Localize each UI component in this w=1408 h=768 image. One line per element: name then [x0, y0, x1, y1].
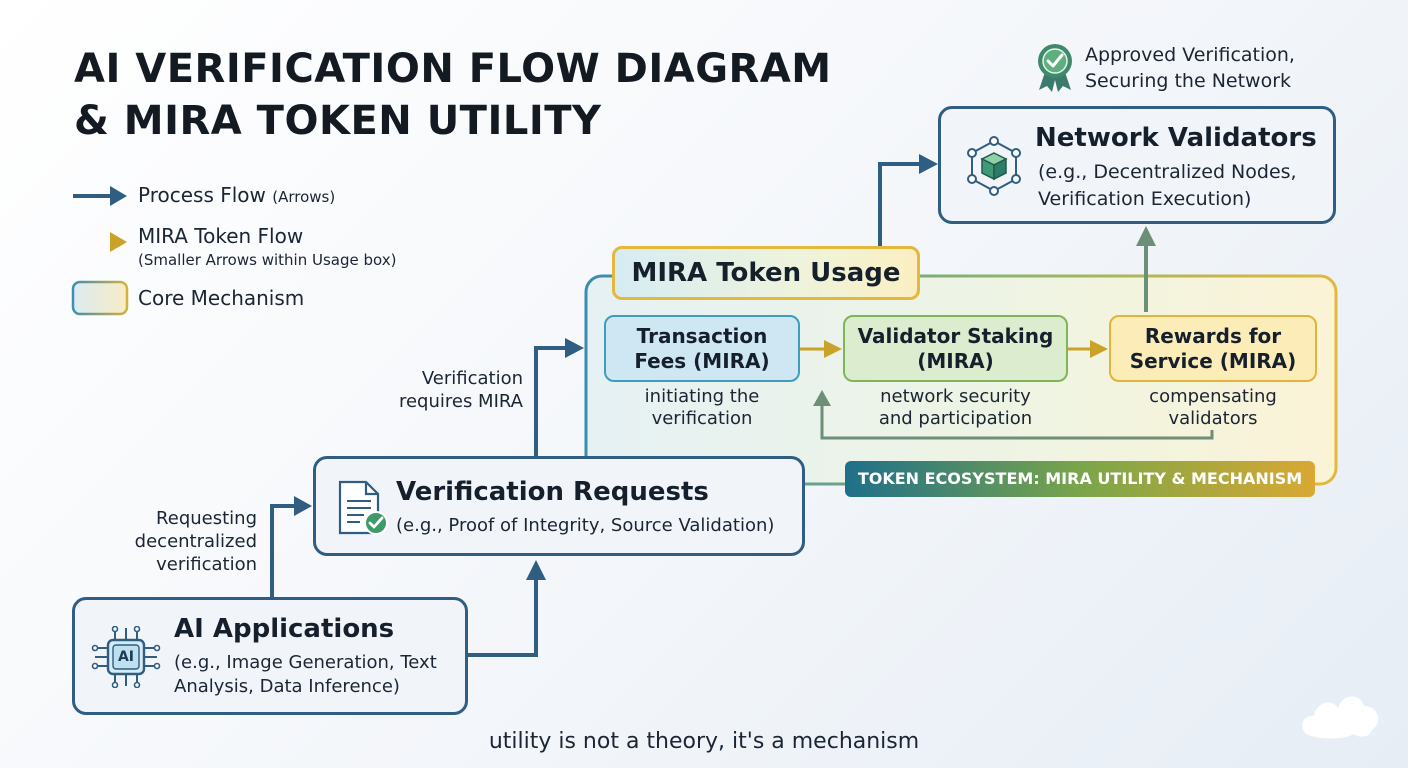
- token-arrow-fees-to-staking: [800, 340, 842, 358]
- usage-item-transaction-fees: Transaction Fees (MIRA): [604, 315, 800, 382]
- edge-label-requires-line-1: Verification: [421, 368, 523, 389]
- verification-requests-title: Verification Requests: [396, 477, 709, 507]
- network-cube-icon: [963, 135, 1025, 201]
- network-validators-title: Network Validators: [1035, 123, 1317, 153]
- usage-item-2-caption-line-2: and participation: [878, 408, 1033, 429]
- usage-item-3-line-1: Rewards for: [1144, 323, 1282, 348]
- usage-item-3-line-2: Service (MIRA): [1129, 348, 1297, 373]
- edge-label-requesting-line-1: Requesting: [156, 508, 257, 529]
- title-line-1: AI VERIFICATION FLOW DIAGRAM: [74, 46, 832, 92]
- arrow-requesting: [270, 496, 312, 597]
- network-validators-node: Network Validators (e.g., Decentralized …: [938, 106, 1336, 224]
- badge-line-2: Securing the Network: [1085, 70, 1292, 92]
- usage-item-1-line-1: Transaction: [636, 323, 768, 348]
- document-check-icon: [336, 479, 390, 541]
- usage-item-1-caption-line-1: initiating the: [644, 386, 760, 407]
- usage-item-2-caption-line-1: network security: [880, 386, 1031, 407]
- legend-token-flow-note: (Smaller Arrows within Usage box): [138, 251, 397, 269]
- usage-item-3-caption-line-2: validators: [1168, 408, 1258, 429]
- usage-item-2-line-1: Validator Staking: [857, 323, 1054, 348]
- network-validators-desc: (e.g., Decentralized Nodes, Verification…: [1038, 159, 1297, 213]
- ai-applications-desc-line-1: (e.g., Image Generation, Text: [174, 652, 437, 673]
- ai-applications-desc: (e.g., Image Generation, Text Analysis, …: [174, 651, 437, 699]
- usage-item-2-caption: network security and participation: [843, 386, 1068, 430]
- ai-applications-node: AI AI Applications (e.g., Image Generati…: [72, 597, 468, 715]
- legend-process-flow-note: (Arrows): [272, 188, 336, 206]
- ecosystem-banner-label: TOKEN ECOSYSTEM: MIRA UTILITY & MECHANIS…: [857, 469, 1303, 488]
- badge-line-1: Approved Verification,: [1085, 44, 1295, 66]
- usage-item-rewards: Rewards for Service (MIRA): [1109, 315, 1317, 382]
- legend-token-arrow: [73, 232, 127, 252]
- title-line-2: & MIRA TOKEN UTILITY: [74, 98, 602, 144]
- badge-text: Approved Verification, Securing the Netw…: [1085, 42, 1295, 94]
- token-arrow-staking-to-rewards: [1068, 340, 1108, 358]
- edge-label-requires: Verification requires MIRA: [366, 367, 523, 413]
- edge-label-requires-line-2: requires MIRA: [398, 391, 523, 412]
- usage-item-2-line-2: (MIRA): [917, 348, 994, 373]
- verification-requests-node: Verification Requests (e.g., Proof of In…: [313, 456, 805, 556]
- edge-label-requesting-line-3: verification: [156, 554, 257, 575]
- network-validators-desc-line-2: Verification Execution): [1038, 188, 1252, 210]
- ai-chip-icon: AI: [91, 625, 161, 692]
- legend-process-flow-label: Process Flow: [138, 183, 266, 207]
- legend-process-arrow: [73, 186, 127, 206]
- edge-label-requesting: Requesting decentralized verification: [96, 507, 257, 576]
- usage-item-3-caption: compensating validators: [1109, 386, 1317, 430]
- footer-tagline: utility is not a theory, it's a mechanis…: [488, 729, 920, 754]
- verification-requests-desc: (e.g., Proof of Integrity, Source Valida…: [396, 515, 775, 536]
- usage-title-pill: MIRA Token Usage: [612, 246, 920, 300]
- legend-core-swatch: [71, 280, 129, 316]
- arrow-app-to-requests: [468, 560, 546, 657]
- usage-item-1-line-2: Fees (MIRA): [634, 348, 770, 373]
- legend-token-flow-label: MIRA Token Flow: [138, 224, 304, 248]
- ai-applications-title: AI Applications: [174, 614, 395, 644]
- usage-item-1-caption-line-2: verification: [651, 408, 753, 429]
- ai-applications-desc-line-2: Analysis, Data Inference): [174, 676, 400, 697]
- ai-chip-label: AI: [117, 649, 135, 665]
- arrow-rewards-to-validators: [1136, 226, 1156, 312]
- usage-item-validator-staking: Validator Staking (MIRA): [843, 315, 1068, 382]
- usage-item-3-caption-line-1: compensating: [1149, 386, 1277, 407]
- token-arrow-rewards-loop: [813, 390, 1214, 440]
- cloud-shape-icon: [1298, 686, 1386, 744]
- arrow-requires-mira: [534, 338, 584, 458]
- edge-label-requesting-line-2: decentralized: [134, 531, 257, 552]
- legend-process-flow: Process Flow (Arrows): [138, 183, 335, 207]
- network-validators-desc-line-1: (e.g., Decentralized Nodes,: [1038, 161, 1297, 183]
- arrow-usage-to-validators: [878, 154, 938, 246]
- ecosystem-banner: [845, 461, 1315, 497]
- usage-item-1-caption: initiating the verification: [604, 386, 800, 430]
- usage-title: MIRA Token Usage: [631, 258, 901, 288]
- ribbon-check-icon: [1034, 42, 1076, 96]
- legend-core-mechanism: Core Mechanism: [138, 286, 305, 310]
